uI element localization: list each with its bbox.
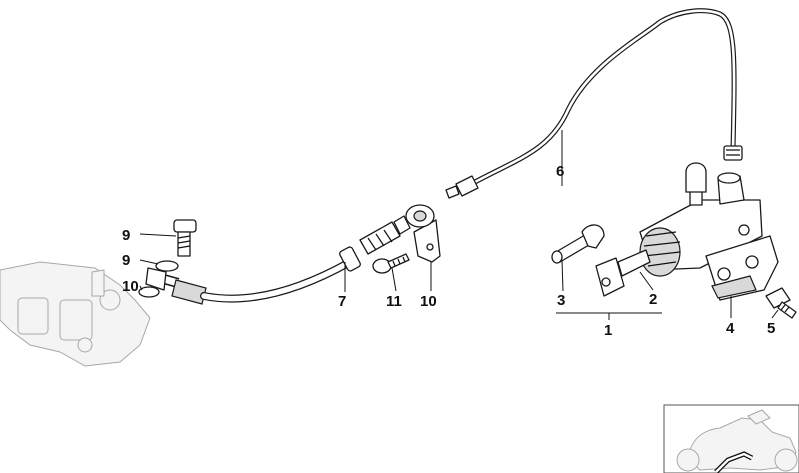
callout-9-upper: 9 xyxy=(122,252,130,269)
seal-ring-lower xyxy=(138,286,160,298)
motorcycle-locator-thumbnail xyxy=(663,404,799,473)
mounting-bracket xyxy=(705,235,779,301)
callout-4: 4 xyxy=(726,320,735,337)
master-cylinder xyxy=(595,162,763,297)
brake-hose xyxy=(145,258,354,305)
holder-bracket xyxy=(405,204,441,263)
brake-caliper-ghost xyxy=(0,261,151,367)
callout-1: 1 xyxy=(604,322,612,339)
seal-ring-upper xyxy=(155,260,179,272)
callout-7: 7 xyxy=(338,293,346,310)
callout-9-lower: 10 xyxy=(122,278,139,295)
banjo-bolt xyxy=(173,219,197,257)
brake-pipe xyxy=(445,8,743,199)
hose-connector xyxy=(339,215,411,272)
callout-5: 5 xyxy=(767,320,775,337)
leader-lines xyxy=(139,130,779,320)
callout-8: 9 xyxy=(122,227,130,244)
callout-3: 3 xyxy=(557,292,565,309)
hex-screw xyxy=(765,287,797,319)
clevis-pin xyxy=(551,224,605,264)
callout-10: 10 xyxy=(420,293,437,310)
fillister-head-screw xyxy=(372,253,410,274)
callout-2: 2 xyxy=(649,291,657,308)
callout-11: 11 xyxy=(386,293,402,310)
callout-6: 6 xyxy=(556,163,564,180)
